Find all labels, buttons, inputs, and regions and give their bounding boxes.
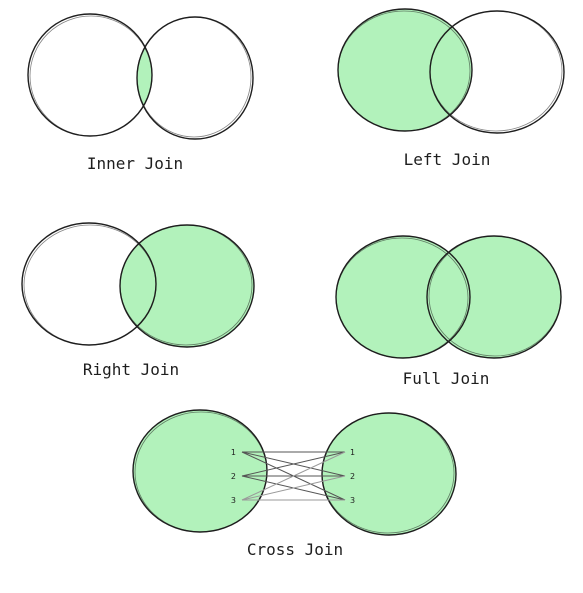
link-2-1: [241, 451, 346, 477]
cross-join-right-fill: [322, 413, 456, 535]
right-join-label: Right Join: [83, 360, 179, 379]
right-row-1: 1: [350, 448, 355, 457]
left-row-1: 1: [231, 448, 236, 457]
right-join-right-fill: [120, 225, 254, 347]
right-join-venn: Right Join: [21, 222, 255, 379]
link-3-1: [241, 451, 346, 501]
full-join-venn: Full Join: [335, 235, 562, 388]
right-row-2: 2: [350, 472, 355, 481]
full-join-label: Full Join: [403, 369, 490, 388]
cross-join-left-fill: [133, 410, 267, 532]
inner-join-venn: Inner Join: [27, 13, 254, 173]
right-row-3: 3: [350, 496, 355, 505]
left-join-label: Left Join: [404, 150, 491, 169]
left-row-2: 2: [231, 472, 236, 481]
left-row-3: 3: [231, 496, 236, 505]
left-join-venn: Left Join: [337, 8, 565, 169]
cross-join-diagram: 1 2 3 1 2 3 Cross Join: [132, 409, 457, 559]
link-3-2: [241, 475, 346, 501]
cross-join-links: [241, 451, 346, 501]
inner-join-label: Inner Join: [87, 154, 183, 173]
cross-join-label: Cross Join: [247, 540, 343, 559]
